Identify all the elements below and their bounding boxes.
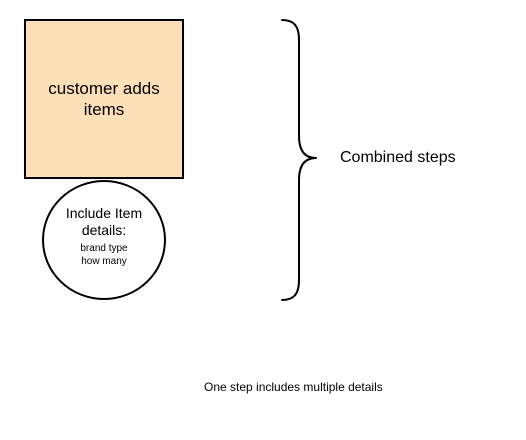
process-box-customer-adds-items: customer adds items: [24, 19, 184, 179]
details-item-how-many: how many: [81, 255, 127, 267]
details-circle-title: Include Item details:: [65, 204, 143, 238]
combined-steps-label: Combined steps: [340, 149, 456, 166]
curly-brace-path: [281, 19, 317, 301]
details-list: brand type how many: [80, 242, 127, 268]
details-item-brand-type: brand type: [80, 242, 128, 254]
details-circle: Include Item details: brand type how man…: [42, 180, 166, 300]
process-box-label: customer adds items: [48, 79, 160, 119]
curly-brace-icon: [281, 19, 317, 301]
diagram-caption: One step includes multiple details: [204, 380, 383, 394]
